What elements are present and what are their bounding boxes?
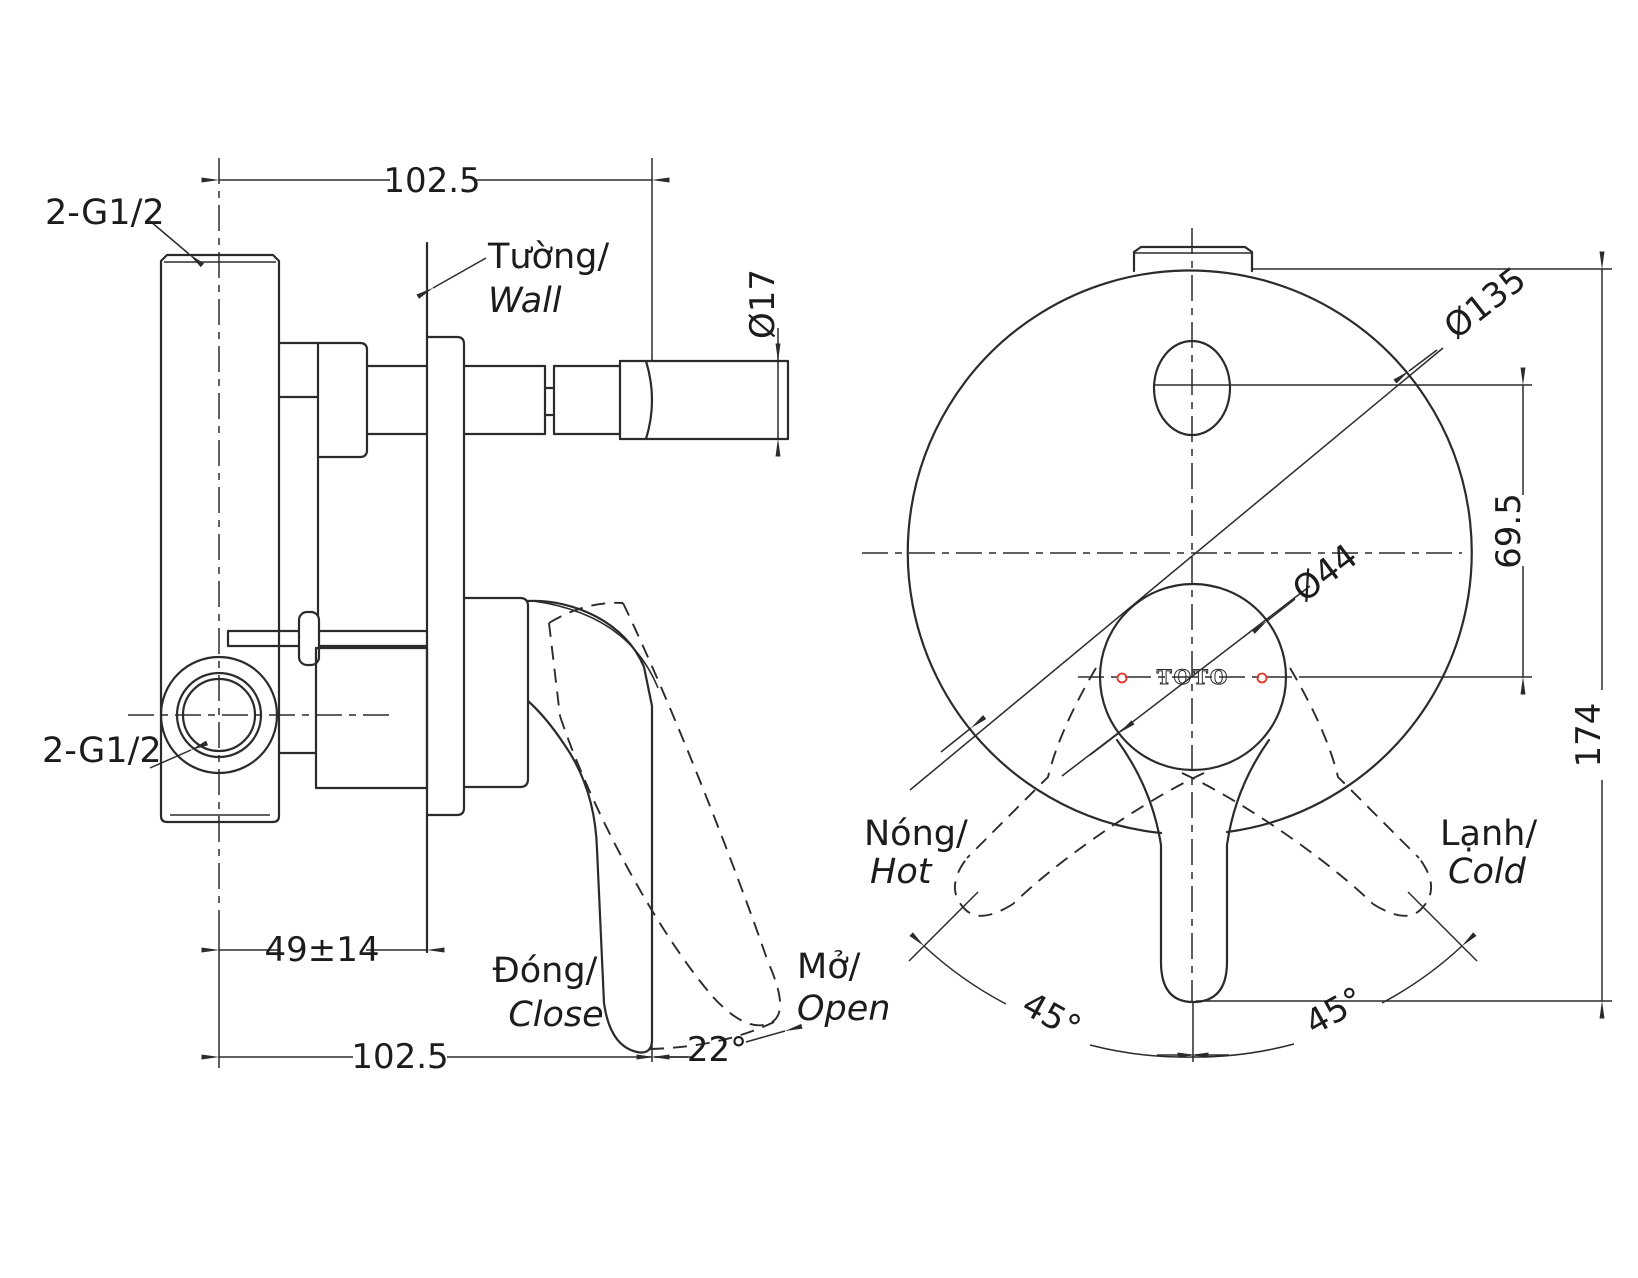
handle-front-cold-dashed — [1181, 667, 1432, 917]
hot-label-en: Hot — [870, 852, 933, 892]
swing-angle-right: 45° — [1299, 979, 1371, 1043]
handle-side-open-dashed — [548, 601, 782, 1050]
dim-plate-diameter-group: Ø135 — [909, 259, 1534, 791]
left-view-labels: 2-G1/2 2-G1/2 Tường/ Wall Đóng/ Close Mở… — [42, 193, 890, 1035]
open-label-vi: Mở/ — [797, 947, 861, 987]
valve-body — [159, 253, 320, 824]
handle-side-closed — [462, 596, 659, 1062]
wall-label-vi: Tường/ — [487, 237, 609, 277]
handle-front-hot-dashed — [954, 667, 1205, 917]
left-view-dimensions: 102.5 Ø17 49±14 102.5 22° — [201, 158, 803, 1077]
handle-circle — [1098, 582, 1288, 772]
right-front-view: TOTO Ø135 Ø44 69.5 — [862, 228, 1612, 1062]
spout-assembly — [316, 341, 790, 459]
dim-spout-diameter: Ø17 — [743, 269, 783, 339]
open-label-en: Open — [797, 989, 890, 1029]
hot-label-vi: Nóng/ — [864, 814, 968, 854]
dim-plate-diameter: Ø135 — [1437, 259, 1534, 347]
left-side-view: 102.5 Ø17 49±14 102.5 22° 2-G1/2 2-G1/ — [42, 158, 890, 1077]
dim-width-bottom: 102.5 — [351, 1037, 448, 1077]
escutcheon-circle — [906, 269, 1473, 835]
swing-arc-top — [532, 600, 659, 689]
wall-line — [425, 241, 466, 954]
dim-open-angle: 22° — [687, 1030, 747, 1070]
diverter-button — [1152, 339, 1232, 437]
wall-label-en: Wall — [488, 281, 562, 321]
inlet-fitting — [159, 655, 279, 775]
cold-label-vi: Lạnh/ — [1440, 814, 1537, 854]
dim-button-offset-group: 69.5 — [1154, 367, 1532, 695]
hot-indicator-dot — [1116, 672, 1128, 684]
dim-handle-diameter: Ø44 — [1285, 536, 1365, 610]
swing-angle-group: 45° 45° — [908, 891, 1478, 1062]
right-view-labels: Nóng/ Hot Lạnh/ Cold — [864, 814, 1537, 892]
close-label-en: Close — [508, 995, 603, 1035]
dim-width-top: 102.5 — [383, 161, 480, 201]
dim-total-height: 174 — [1569, 703, 1609, 768]
dim-button-offset: 69.5 — [1489, 493, 1529, 569]
cold-label-en: Cold — [1448, 852, 1527, 892]
swing-angle-left: 45° — [1015, 984, 1087, 1048]
diverter-clip — [297, 610, 321, 667]
dim-handle-diameter-group: Ø44 — [1061, 536, 1365, 777]
brand-logo: TOTO — [1157, 665, 1230, 689]
thread-label-bottom: 2-G1/2 — [42, 731, 162, 771]
cartridge-housing — [226, 610, 429, 790]
top-tab — [1132, 245, 1254, 273]
thread-label-top: 2-G1/2 — [45, 193, 165, 233]
close-label-vi: Đóng/ — [493, 951, 598, 991]
cold-indicator-dot — [1256, 672, 1268, 684]
dim-total-height-group: 174 — [1196, 251, 1612, 1019]
dim-wall-offset: 49±14 — [264, 930, 379, 970]
